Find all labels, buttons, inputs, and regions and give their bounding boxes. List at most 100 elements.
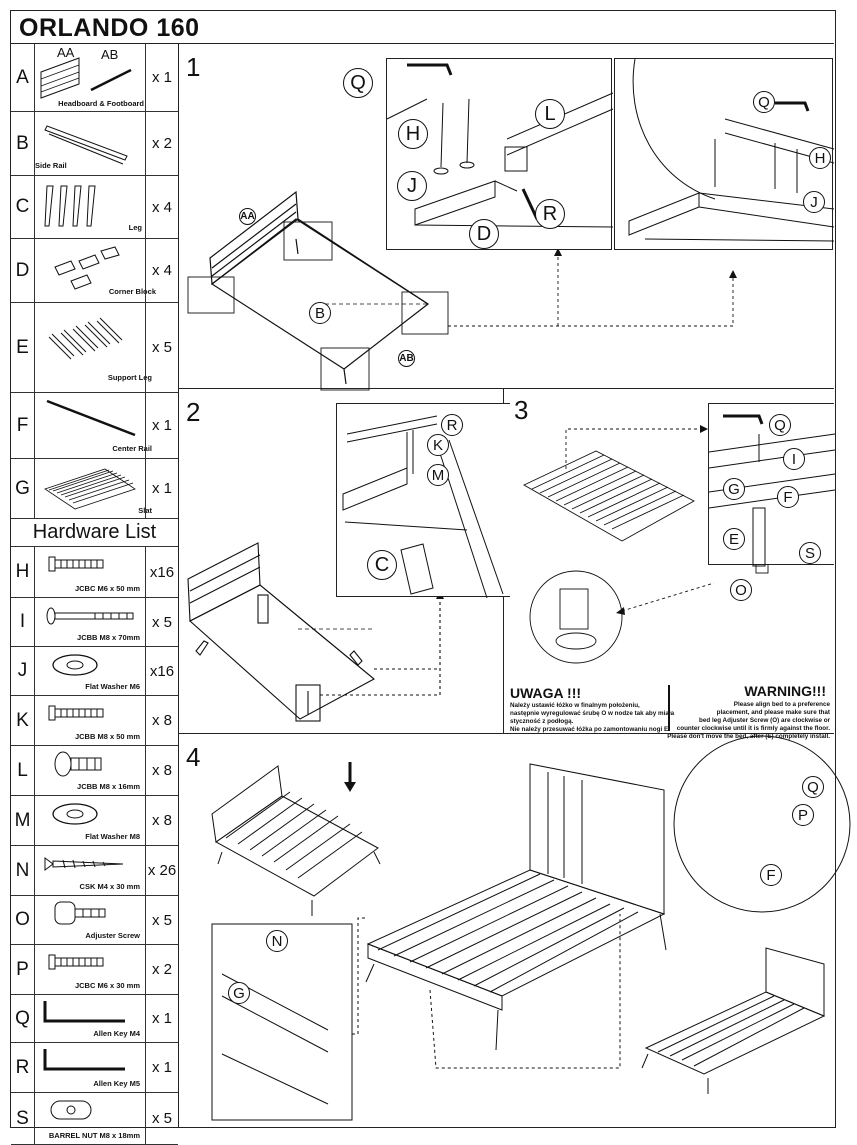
step-1-detail-right: Q H J <box>614 58 835 250</box>
part-name: Headboard & Footboard <box>58 99 144 108</box>
callout-q: Q <box>769 414 791 436</box>
callout-i: I <box>783 448 805 470</box>
step-4-slat-install-drawing <box>211 735 851 1121</box>
callout-f: F <box>777 486 799 508</box>
part-qty: x 1 <box>145 459 178 518</box>
instruction-sheet: ORLANDO 160 A AA AB Headboard & Footboar… <box>10 10 851 1145</box>
side-rail-illustration <box>35 112 145 175</box>
hardware-letter: M <box>11 796 35 845</box>
title-bar: ORLANDO 160 <box>11 11 834 44</box>
part-name: Corner Block <box>108 287 156 296</box>
hardware-name: JCBC M6 x 50 mm <box>74 584 140 593</box>
warning-line: styczność z podłogą. <box>510 718 574 725</box>
leg-attach-detail-drawing <box>342 415 504 599</box>
headboard-footboard-illustration: AA AB <box>35 44 145 111</box>
long-bolt-icon <box>35 598 145 646</box>
wood-screw-icon <box>35 846 145 895</box>
hardware-letter: R <box>11 1043 35 1092</box>
support-leg-illustration <box>35 303 145 392</box>
part-letter: A <box>11 44 35 111</box>
callout-o: O <box>730 579 752 601</box>
hardware-letter: I <box>11 598 35 646</box>
part-row-e: E Support Leg x 5 <box>11 303 178 393</box>
step-number: 3 <box>514 395 529 425</box>
hardware-name: JCBB M8 x 16mm <box>77 782 140 791</box>
step-3-panel: 3 <box>504 389 836 740</box>
hardware-name: JCBC M6 x 30 mm <box>74 981 140 990</box>
part-letter: G <box>11 459 35 518</box>
part-name: Support Leg <box>107 373 152 382</box>
short-bolt-icon <box>35 746 145 795</box>
step-1-panel: 1 AA B AB <box>178 44 835 391</box>
step-4-panel: 4 <box>178 734 851 1127</box>
part-letter: E <box>11 303 35 392</box>
step-2-panel: 2 <box>178 389 510 734</box>
hardware-row-m: M Flat Washer M8 x 8 <box>11 796 178 846</box>
step-3-slat-drawing <box>523 425 769 664</box>
callout-h: H <box>809 147 831 169</box>
part-letter: D <box>11 239 35 302</box>
hardware-qty: x16 <box>145 547 178 597</box>
step-3-detail: Q I G F E S <box>708 403 836 567</box>
callout-f: F <box>760 864 782 886</box>
side-rail-icon <box>44 125 128 165</box>
center-rail-icon <box>46 399 136 437</box>
hardware-qty: x 26 <box>145 846 178 895</box>
corner-block-icon <box>54 246 120 290</box>
assembled-joint-drawing <box>628 58 835 242</box>
callout-s: S <box>799 542 821 564</box>
step-1-detail-left: H L J R D <box>386 58 614 250</box>
hardware-name: Flat Washer M8 <box>85 832 140 841</box>
part-row-g: G Slat x 1 <box>11 459 178 519</box>
hex-bolt-icon <box>35 547 145 597</box>
part-qty: x 1 <box>145 44 178 111</box>
hardware-qty: x 2 <box>145 945 178 994</box>
part-row-b: B Side Rail x 2 <box>11 112 178 176</box>
step-2-bed-with-legs-drawing <box>187 542 444 722</box>
slat-icon <box>44 468 136 510</box>
callout-j: J <box>397 171 427 201</box>
step-number: 2 <box>186 397 201 427</box>
hardware-letter: N <box>11 846 35 895</box>
part-letter: F <box>11 393 35 458</box>
hardware-qty: x 5 <box>145 896 178 944</box>
hardware-qty: x 1 <box>145 995 178 1042</box>
part-row-c: C Leg x 4 <box>11 176 178 239</box>
parts-column: A AA AB Headboard & Footboard x 1 B <box>11 44 179 1145</box>
callout-q: Q <box>343 68 373 98</box>
part-sublabel-ab: AB <box>101 47 119 62</box>
part-name: Center Rail <box>112 444 152 453</box>
washer-icon <box>35 796 145 845</box>
callout-m: M <box>427 464 449 486</box>
hardware-letter: O <box>11 896 35 944</box>
hex-bolt-icon <box>35 696 145 745</box>
hardware-name: JCBB M8 x 70mm <box>77 633 140 642</box>
hardware-qty: x 8 <box>145 796 178 845</box>
warning-divider <box>668 685 670 731</box>
callout-b: B <box>309 302 331 324</box>
hardware-letter: H <box>11 547 35 597</box>
callout-k: K <box>427 434 449 456</box>
warning-line: counter clockwise until it is firmly aga… <box>676 725 830 732</box>
callout-e: E <box>723 528 745 550</box>
adjuster-screw-icon <box>35 896 145 944</box>
callout-r: R <box>441 414 463 436</box>
part-sublabel-aa: AA <box>57 45 75 60</box>
part-row-d: D Corner Block x 4 <box>11 239 178 303</box>
warning-line: Nie należy przesuwać łóżka po zamontowan… <box>510 726 669 733</box>
part-name: Leg <box>128 223 142 232</box>
step-1-bed-frame-drawing <box>187 190 737 391</box>
hardware-name: Flat Washer M6 <box>85 682 140 691</box>
callout-c: C <box>367 550 397 580</box>
warning-line: placement, and please make sure that <box>716 709 830 716</box>
part-letter: B <box>11 112 35 175</box>
hardware-name: Adjuster Screw <box>85 931 140 940</box>
callout-q: Q <box>753 91 775 113</box>
part-letter: C <box>11 176 35 238</box>
callout-g: G <box>228 982 250 1004</box>
